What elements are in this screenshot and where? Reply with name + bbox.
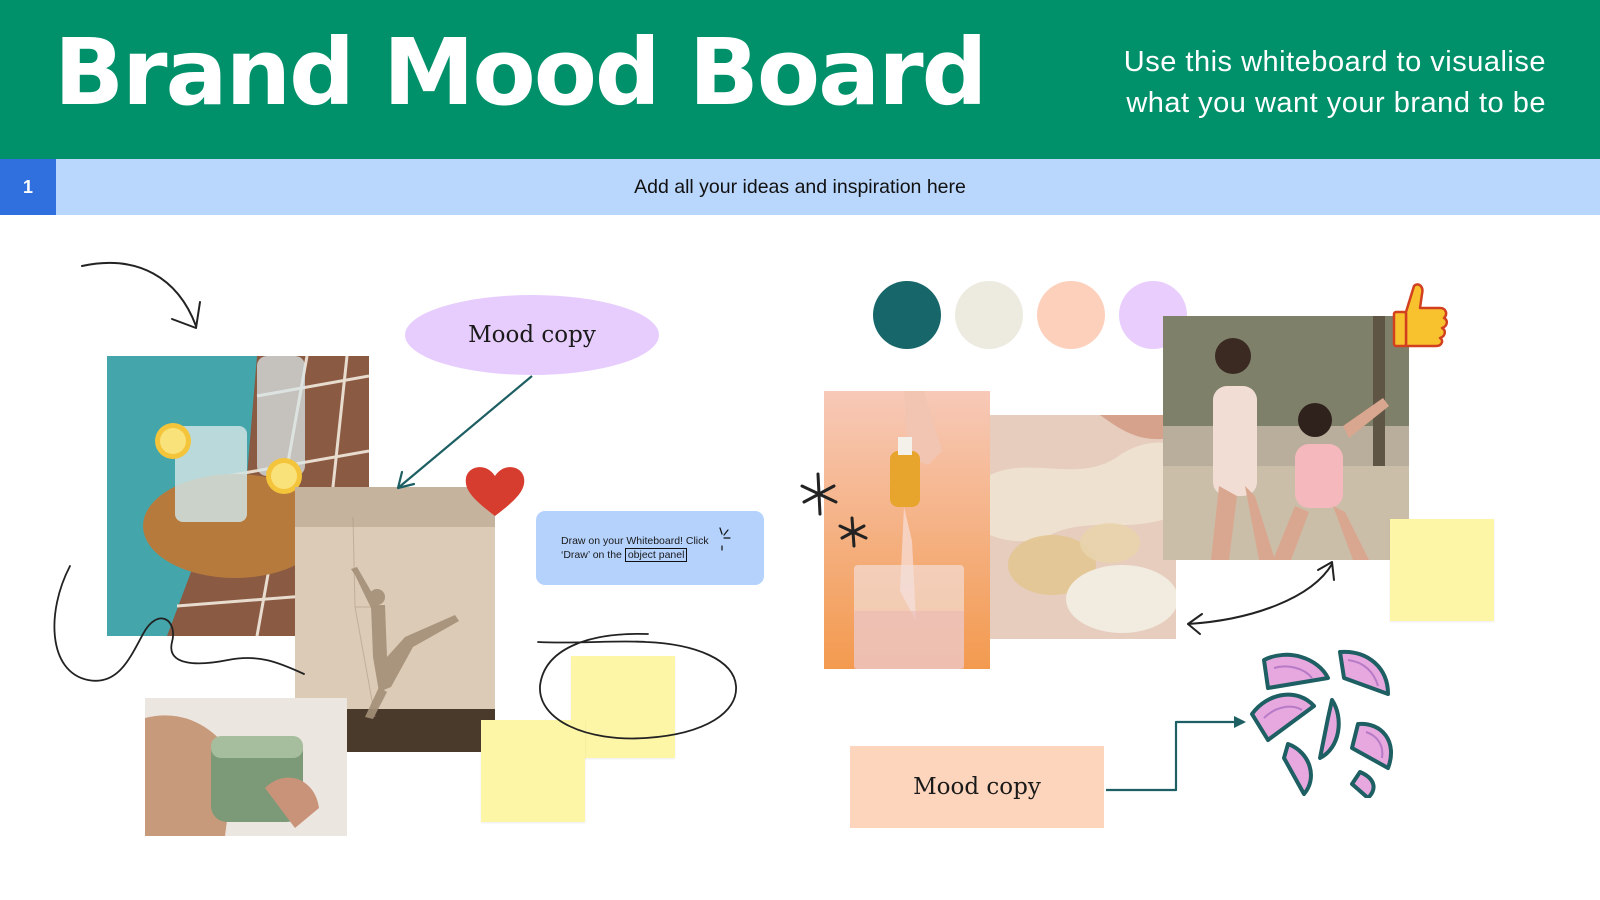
swimwear-models-photo[interactable] (1163, 316, 1409, 560)
palette-swatch-teal[interactable] (873, 281, 941, 349)
click-sparkle-icon (719, 527, 731, 551)
elbow-connector-arrow[interactable] (1104, 712, 1254, 794)
mood-copy-oval[interactable]: Mood copy (405, 295, 659, 375)
subtitle-line-2: what you want your brand to be (1126, 87, 1546, 119)
squiggle-line-doodle[interactable] (48, 562, 308, 692)
palette-swatch-peach[interactable] (1037, 281, 1105, 349)
page-title[interactable]: Brand Mood Board (54, 19, 987, 126)
draw-tip-card[interactable]: Draw on your Whiteboard! Click ‘Draw’ on… (536, 511, 764, 585)
cream-texture-photo[interactable] (990, 415, 1176, 639)
instruction-text[interactable]: Add all your ideas and inspiration here (634, 176, 966, 198)
tip-line-1: Draw on your Whiteboard! Click (561, 535, 709, 547)
instruction-bar (0, 159, 1600, 215)
thumbs-up-icon[interactable] (1392, 282, 1448, 350)
scrub-jar-illustration (145, 698, 347, 836)
palette-swatch-cream[interactable] (955, 281, 1023, 349)
asterisk-icon[interactable] (798, 470, 876, 550)
subtitle-line-1: Use this whiteboard to visualise (1123, 46, 1546, 78)
cream-texture-illustration (990, 415, 1176, 639)
object-panel-highlight: object panel (624, 548, 688, 562)
sticky-note[interactable] (481, 720, 585, 822)
grapefruit-slices-icon[interactable] (1248, 648, 1404, 798)
page-number-badge[interactable]: 1 (0, 159, 56, 215)
curved-arrow-doodle[interactable] (78, 258, 208, 338)
circle-doodle[interactable] (536, 630, 742, 750)
heart-icon[interactable] (464, 464, 526, 518)
page-subtitle[interactable]: Use this whiteboard to visualise what yo… (1066, 42, 1546, 124)
sticky-note[interactable] (1390, 519, 1494, 621)
connector-arrow[interactable] (388, 372, 538, 497)
mood-copy-box[interactable]: Mood copy (850, 746, 1104, 828)
green-scrub-jar-photo[interactable] (145, 698, 347, 836)
double-arrow-doodle[interactable] (1182, 558, 1342, 638)
tip-line-2: ‘Draw’ on the object panel (561, 548, 754, 562)
header-banner (0, 0, 1600, 159)
tip-line-2-prefix: ‘Draw’ on the (561, 549, 625, 561)
swimwear-illustration (1163, 316, 1409, 560)
sticky-note[interactable] (571, 656, 675, 758)
